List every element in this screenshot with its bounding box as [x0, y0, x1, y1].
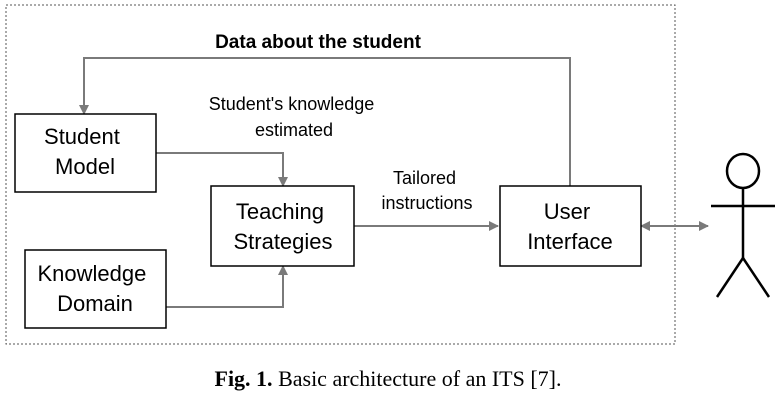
- estimate-arrow: [156, 152, 288, 187]
- user-interface-line2: Interface: [527, 229, 613, 254]
- svg-text:User Interface: User Interface: [527, 199, 613, 254]
- knowledge-domain-box: Knowledge Domain: [24, 249, 167, 329]
- svg-text:Knowledge Domain: Knowledge Domain: [38, 261, 153, 316]
- student-model-box: Student Model: [14, 113, 157, 193]
- feedback-arrow: [79, 57, 571, 186]
- feedback-label: Data about the student: [215, 32, 422, 53]
- domain-arrow: [166, 265, 288, 308]
- knowledge-domain-line2: Domain: [57, 291, 133, 316]
- student-model-line1: Student: [44, 124, 120, 149]
- svg-text:Student Model: Student Model: [44, 124, 126, 179]
- user-interface-box: User Interface: [499, 185, 642, 267]
- svg-text:Teaching Strategies: Teaching Strategies: [233, 199, 332, 254]
- teaching-strategies-box: Teaching Strategies: [210, 185, 355, 267]
- figure-caption-prefix: Fig. 1.: [214, 366, 273, 391]
- figure-caption: Fig. 1. Basic architecture of an ITS [7]…: [0, 366, 776, 392]
- tailored-instructions-label: Tailored instructions: [381, 168, 472, 213]
- user-stick-figure-icon: [711, 152, 775, 298]
- student-model-line2: Model: [55, 154, 115, 179]
- teaching-strategies-line1: Teaching: [236, 199, 324, 224]
- knowledge-estimate-label: Student's knowledge estimated: [209, 94, 380, 140]
- figure-caption-text: Basic architecture of an ITS [7].: [272, 366, 562, 391]
- its-architecture-diagram: Data about the student Student's knowled…: [5, 4, 775, 345]
- user-interface-line1: User: [544, 199, 590, 224]
- knowledge-domain-line1: Knowledge: [38, 261, 147, 286]
- teaching-strategies-line2: Strategies: [233, 229, 332, 254]
